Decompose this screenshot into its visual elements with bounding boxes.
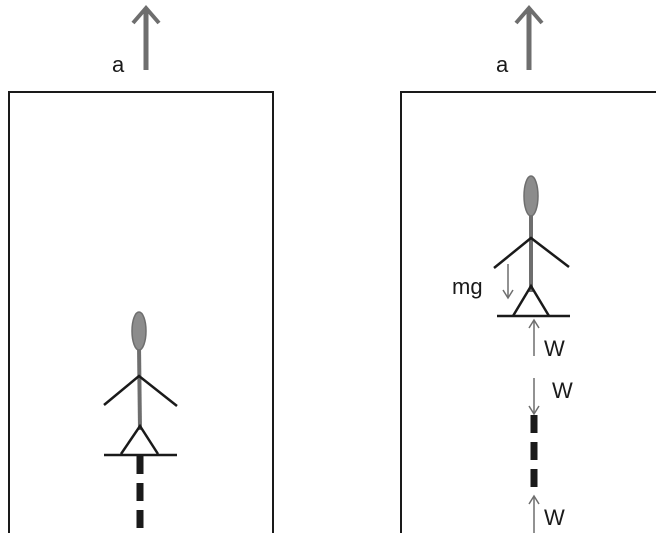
person-figure-right xyxy=(493,175,570,318)
w-arrow-up-upper xyxy=(528,318,540,356)
head-left xyxy=(131,311,147,351)
head-right xyxy=(523,175,539,217)
right-panel: a mg W W xyxy=(400,4,656,533)
legs-right xyxy=(511,283,551,317)
w-label-lower: W xyxy=(544,505,565,530)
legs-left xyxy=(119,423,160,455)
arms-left xyxy=(103,374,178,407)
w-arrow-up-lower xyxy=(528,494,540,533)
left-panel: a xyxy=(8,4,274,533)
mg-label: mg xyxy=(452,274,483,299)
arms-right xyxy=(493,236,570,269)
acceleration-label-left: a xyxy=(112,52,125,77)
w-label-middle: W xyxy=(552,378,573,403)
acceleration-arrow-right xyxy=(514,4,544,70)
mg-arrow xyxy=(502,264,514,300)
w-label-upper: W xyxy=(544,336,565,361)
acceleration-label-right: a xyxy=(496,52,509,77)
elevator-frame-right xyxy=(400,91,656,533)
person-figure-left xyxy=(103,311,178,457)
w-arrow-down xyxy=(528,378,540,416)
acceleration-arrow-left xyxy=(131,4,161,70)
elevator-frame-left xyxy=(8,91,274,533)
